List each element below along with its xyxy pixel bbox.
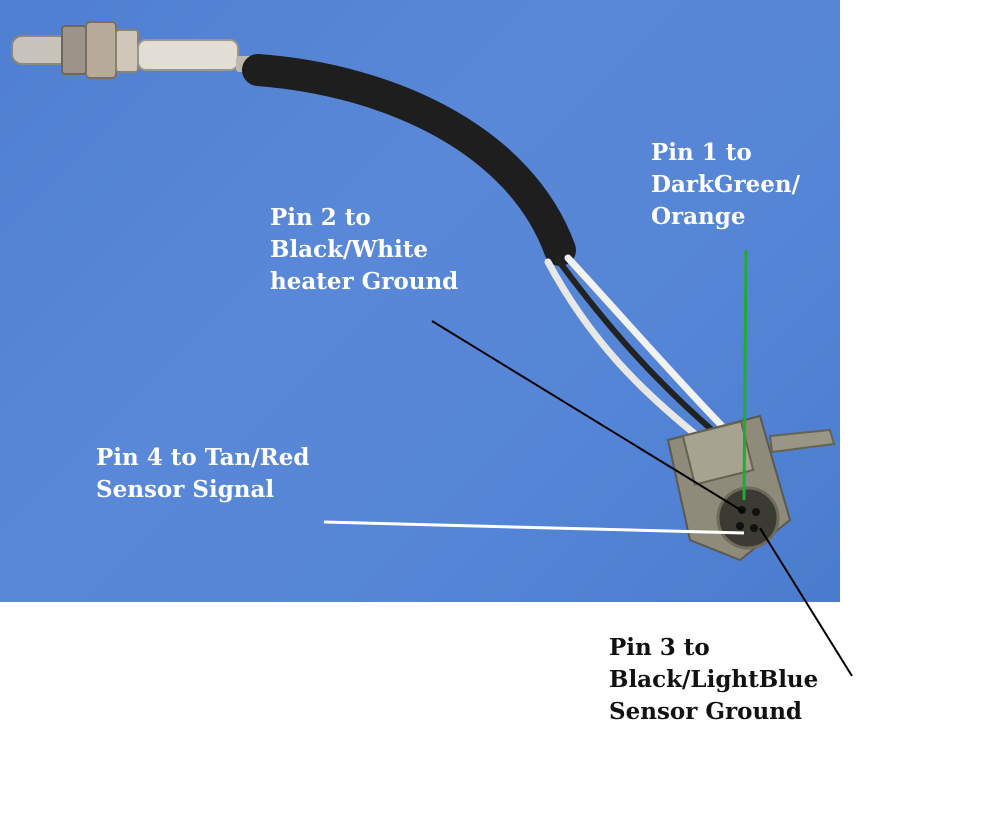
pin3-label-line-2: Black/LightBlue [609,666,819,693]
pin3-label-line-3: Sensor Ground [609,698,803,725]
sensor-connector [666,414,836,562]
pin1-label-line-1: Pin 1 to [651,139,752,166]
braided-sleeve [242,54,576,266]
pin4-label-line-1: Pin 4 to Tan/Red [96,444,310,471]
pin1-leader-line [742,249,748,501]
pin2-label-line-3: heater Ground [270,268,459,295]
pin4-label-line-2: Sensor Signal [96,476,275,503]
pin4-label: Pin 4 to Tan/Red Sensor Signal [96,442,310,506]
pin2-leader-line [431,320,745,513]
pin4-leader-line [323,520,745,535]
sensor-body [11,21,260,79]
pin2-label-line-2: Black/White [270,236,428,263]
pin2-label-line-1: Pin 2 to [270,204,371,231]
pin1-label: Pin 1 to DarkGreen/ Orange [651,137,800,233]
pin3-label-line-1: Pin 3 to [609,634,710,661]
pin3-leader-line [759,527,853,677]
pin1-label-line-2: DarkGreen/ [651,171,801,198]
pin1-label-line-3: Orange [651,203,746,230]
sensor-wires [544,254,726,442]
pin2-label: Pin 2 to Black/White heater Ground [270,202,458,298]
pin3-label: Pin 3 to Black/LightBlue Sensor Ground [609,632,818,728]
